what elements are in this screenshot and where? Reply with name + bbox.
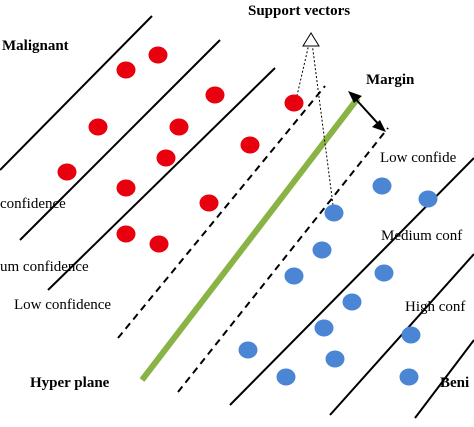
benign-point xyxy=(418,190,438,208)
malignant-point xyxy=(148,46,168,64)
malignant-point xyxy=(240,136,260,154)
malignant-point xyxy=(156,149,176,167)
malignant-point xyxy=(116,225,136,243)
benign-margin-line xyxy=(177,127,389,393)
malignant-point xyxy=(116,179,136,197)
malignant-point xyxy=(205,86,225,104)
left-medium-confidence-label: um confidence xyxy=(0,259,89,275)
malignant-point xyxy=(199,194,219,212)
margin-arrowhead-start xyxy=(348,91,362,103)
hyper-plane-label: Hyper plane xyxy=(30,375,110,391)
benign-high-confidence-line xyxy=(414,339,474,419)
left-low-confidence-label: Low confidence xyxy=(14,297,112,313)
margin-arrow xyxy=(351,94,383,129)
left-high-confidence-label: confidence xyxy=(0,196,66,212)
benign-support-vector xyxy=(324,204,344,222)
malignant-high-confidence-line xyxy=(0,15,153,171)
benign-point xyxy=(312,241,332,259)
malignant-point xyxy=(88,118,108,136)
benign-point xyxy=(342,293,362,311)
benign-label: Beni xyxy=(440,375,470,391)
right-high-confidence-label: High conf xyxy=(405,299,466,315)
support-vector-pointer-benign xyxy=(310,34,334,206)
benign-point xyxy=(372,177,392,195)
hyper-plane-line xyxy=(139,96,361,382)
malignant-support-vector xyxy=(284,94,304,112)
malignant-label: Malignant xyxy=(2,38,69,54)
malignant-margin-line xyxy=(117,85,326,339)
support-vector-pointer-arrowhead xyxy=(302,32,320,47)
benign-point xyxy=(238,341,258,359)
benign-point xyxy=(314,319,334,337)
support-vectors-label: Support vectors xyxy=(248,3,351,19)
benign-point xyxy=(374,264,394,282)
benign-point xyxy=(399,368,419,386)
benign-point xyxy=(276,368,296,386)
support-vector-pointer-malignant xyxy=(295,34,312,101)
right-low-confidence-label: Low confide xyxy=(380,150,457,166)
benign-point xyxy=(325,350,345,368)
benign-point xyxy=(401,326,421,344)
right-medium-confidence-label: Medium conf xyxy=(381,228,463,244)
malignant-point xyxy=(169,118,189,136)
margin-label: Margin xyxy=(366,72,415,88)
malignant-low-confidence-line xyxy=(47,67,276,291)
malignant-point xyxy=(149,235,169,253)
margin-arrowhead-end xyxy=(372,120,386,132)
benign-point xyxy=(284,267,304,285)
malignant-point xyxy=(57,163,77,181)
benign-low-confidence-line xyxy=(229,157,474,406)
malignant-point xyxy=(116,61,136,79)
malignant-medium-confidence-line xyxy=(19,39,221,241)
